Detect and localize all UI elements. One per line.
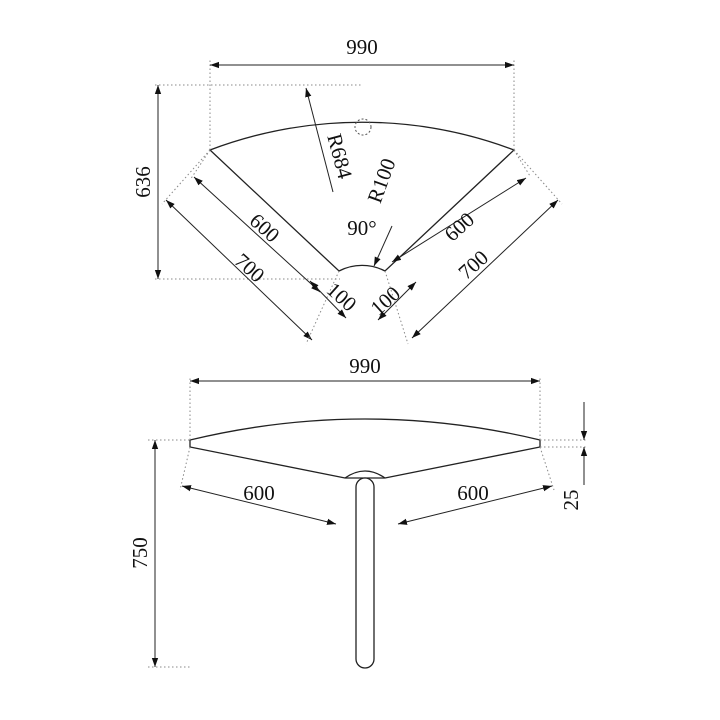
top-view: 990 636 R684 R100 90° 600 700 100 600 — [131, 35, 563, 345]
hole-icon — [354, 118, 372, 136]
radius-100-line — [373, 225, 393, 267]
side-view: 990 600 600 25 750 — [128, 354, 588, 669]
top-width-label: 990 — [346, 35, 378, 59]
left-700-line — [165, 199, 313, 341]
right-600-label: 600 — [440, 207, 479, 246]
left-100-label: 100 — [322, 277, 361, 316]
radius-684-label: R684 — [322, 131, 357, 182]
side-left-600-label: 600 — [243, 481, 275, 505]
side-thickness-label: 25 — [559, 490, 583, 511]
right-700-ext — [513, 149, 563, 205]
right-700-line — [411, 199, 559, 339]
radius-100-label: R100 — [362, 155, 400, 206]
left-700-ext — [161, 149, 211, 205]
side-inner-notch — [344, 470, 386, 479]
table-leg — [355, 477, 375, 669]
angle-label: 90° — [347, 216, 376, 240]
right-600-ext — [513, 149, 531, 177]
side-height-label: 750 — [128, 537, 152, 569]
side-left-600-line — [181, 485, 337, 525]
side-right-600-label: 600 — [457, 481, 489, 505]
right-700-label: 700 — [454, 245, 493, 284]
left-600-ext-a — [189, 149, 211, 181]
right-100-line — [377, 281, 417, 321]
top-depth-label: 636 — [131, 166, 155, 198]
right-100-label: 100 — [366, 281, 405, 320]
side-tabletop — [189, 418, 541, 479]
left-100-line — [309, 280, 347, 319]
radius-684-line — [305, 87, 334, 193]
side-right-600-ext — [539, 446, 555, 491]
side-right-600-line — [397, 485, 553, 525]
side-width-label: 990 — [349, 354, 381, 378]
top-view-outline — [208, 121, 516, 272]
side-left-600-ext — [179, 446, 191, 491]
left-700-label: 700 — [230, 248, 269, 287]
